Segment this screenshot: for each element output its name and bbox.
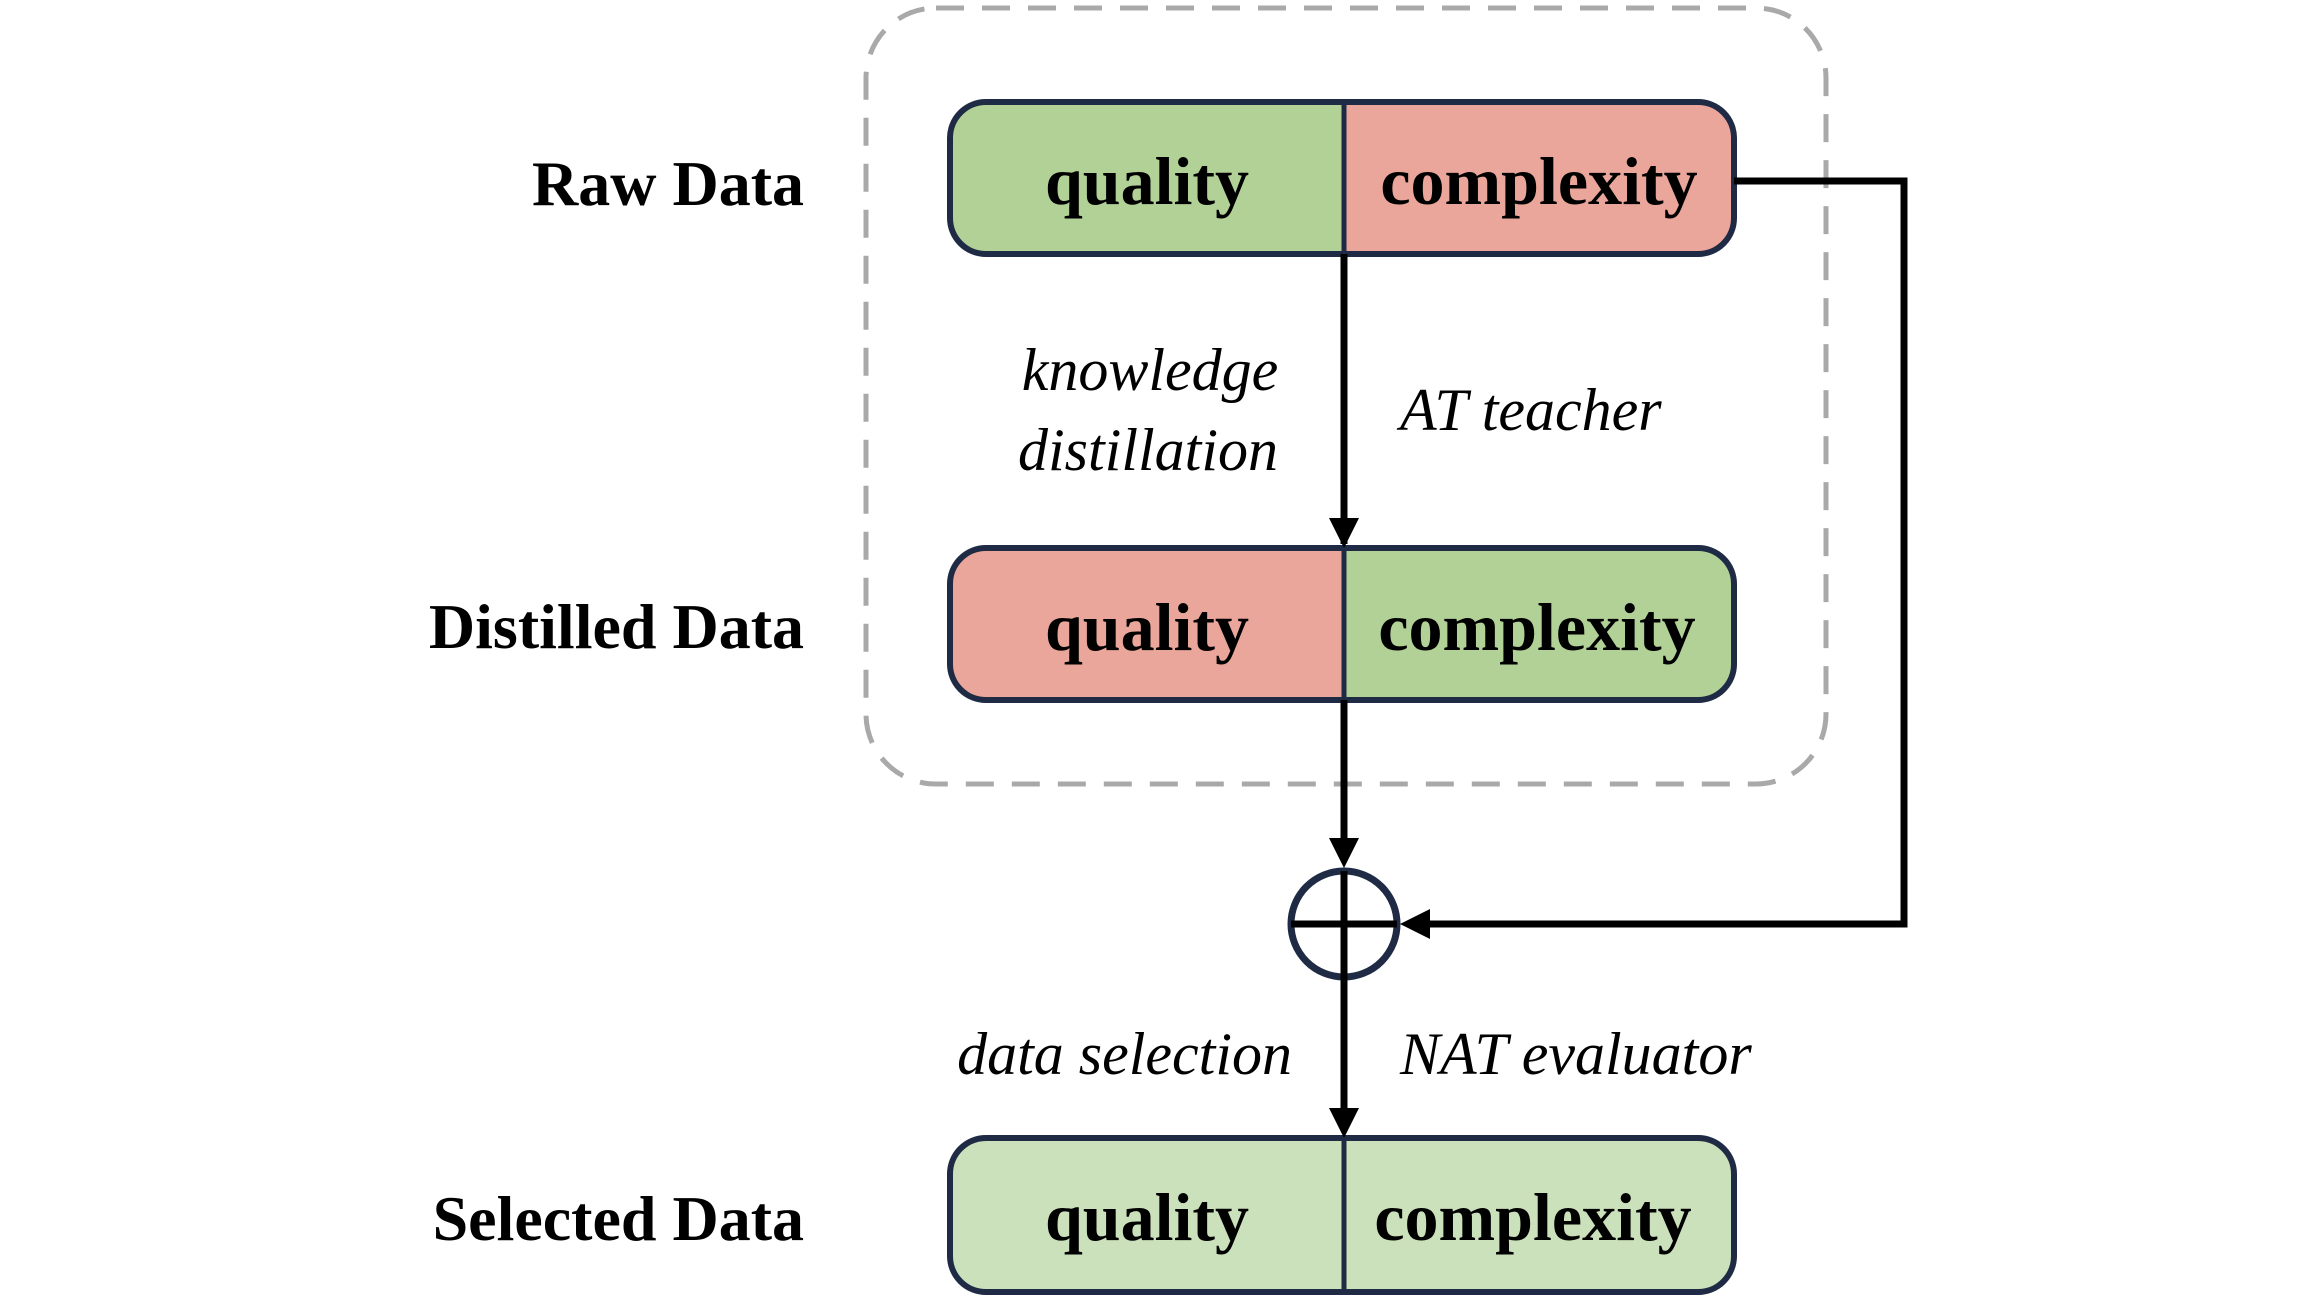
selection-arrowhead xyxy=(1329,1108,1359,1138)
raw-skip-arrowhead xyxy=(1400,909,1430,939)
raw-quality-text: quality xyxy=(1045,143,1249,219)
raw-complexity-cell xyxy=(1344,102,1734,254)
distilled-quality-text: quality xyxy=(1045,589,1249,665)
combine-node-icon xyxy=(1287,867,1401,981)
knowledge-distillation-label-line1: knowledge xyxy=(1022,337,1279,403)
raw-skip-connection xyxy=(1424,177,1908,928)
raw-complexity-text: complexity xyxy=(1380,143,1697,219)
raw-data-box: quality complexity xyxy=(947,99,1737,257)
distill-arrowhead xyxy=(1329,518,1359,548)
nat-evaluator-label: NAT evaluator xyxy=(1399,1021,1752,1087)
distilled-data-label: Distilled Data xyxy=(429,591,804,662)
distilled-complexity-cell xyxy=(1344,548,1734,700)
selected-complexity-cell xyxy=(1344,1138,1734,1292)
distilled-to-combine-arrowhead xyxy=(1329,838,1359,868)
distilled-data-box: quality complexity xyxy=(947,545,1737,703)
raw-quality-cell xyxy=(950,102,1344,254)
distilled-complexity-text: complexity xyxy=(1378,589,1695,665)
selected-data-box: quality complexity xyxy=(947,1135,1737,1295)
distilled-quality-cell xyxy=(950,548,1344,700)
selected-quality-cell xyxy=(950,1138,1344,1292)
data-selection-label: data selection xyxy=(957,1021,1292,1087)
knowledge-distillation-label-line2: distillation xyxy=(1018,417,1278,483)
at-teacher-label: AT teacher xyxy=(1396,377,1662,443)
selected-data-label: Selected Data xyxy=(433,1183,804,1254)
selected-complexity-text: complexity xyxy=(1374,1179,1691,1255)
selected-quality-text: quality xyxy=(1045,1179,1249,1255)
raw-data-label: Raw Data xyxy=(532,148,804,219)
